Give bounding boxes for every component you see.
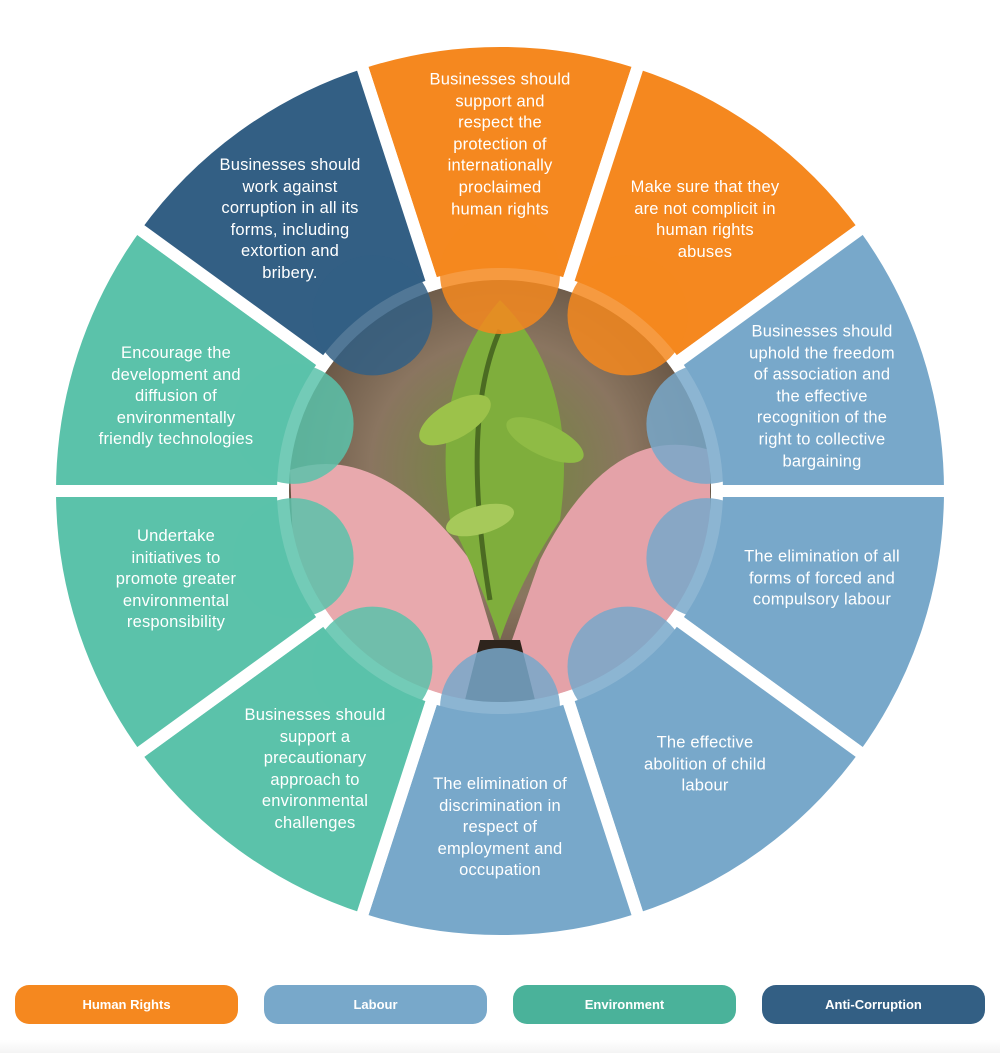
principle-text: Businesses should uphold the freedom of …: [749, 322, 895, 470]
legend-human-rights: Human Rights: [15, 985, 238, 1024]
principle-text: Encourage the development and diffusion …: [98, 344, 254, 449]
segment-lobe: [233, 498, 354, 619]
legend-environment: Environment: [513, 985, 736, 1024]
segment-lobe: [646, 363, 767, 484]
legend-labour: Labour: [264, 985, 487, 1024]
principle-text: Undertake initiatives to promote greater…: [115, 527, 237, 632]
bottom-shade: [0, 1040, 1000, 1053]
principle-text: Businesses should work against corruptio…: [219, 156, 361, 283]
segment-lobe: [567, 606, 688, 727]
principles-wheel: [50, 40, 950, 942]
segment-lobe: [440, 214, 560, 334]
segment-lobe: [440, 648, 560, 768]
segment-lobe: [233, 363, 354, 484]
principle-text: The effective abolition of child labour: [644, 733, 766, 795]
legend-anti-corruption: Anti-Corruption: [762, 985, 985, 1024]
principle-text: Make sure that they are not complicit in…: [630, 177, 780, 261]
principle-text: Businesses should support a precautionar…: [244, 706, 386, 833]
principle-text: The elimination of all forms of forced a…: [744, 547, 900, 609]
segment-lobe: [312, 606, 433, 727]
principle-text: The elimination of discrimination in res…: [433, 775, 567, 880]
segment-lobe: [646, 498, 767, 619]
segment-lobe: [567, 255, 688, 376]
principle-text: Businesses should support and respect th…: [429, 70, 571, 218]
segment-lobe: [312, 255, 433, 376]
